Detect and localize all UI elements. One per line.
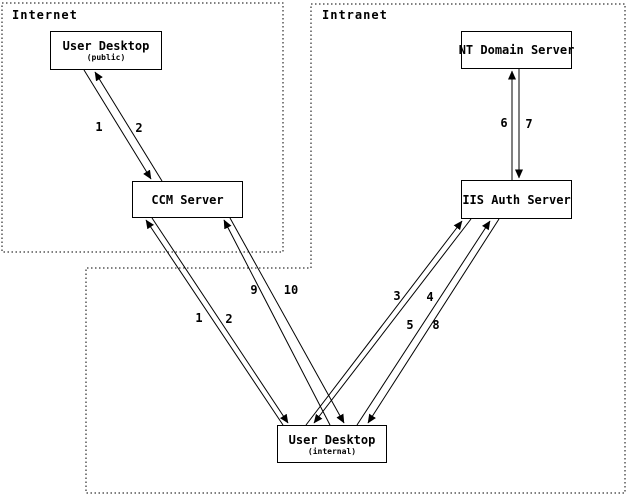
node-title: NT Domain Server bbox=[458, 43, 575, 57]
flow-number-label: 1 bbox=[95, 120, 103, 134]
flow-number-label: 5 bbox=[406, 318, 414, 332]
flow-arrows bbox=[83, 69, 523, 426]
node-subtitle: (internal) bbox=[307, 446, 357, 456]
flow-number-label: 8 bbox=[432, 318, 440, 332]
flow-arrow-2-ccm-to-internal-desktop bbox=[151, 217, 289, 424]
flow-number-label: 1 bbox=[195, 311, 203, 325]
node-title: User Desktop bbox=[62, 39, 150, 53]
flow-number-label: 10 bbox=[283, 283, 299, 297]
intranet-region-outline bbox=[85, 3, 626, 494]
flow-number-label: 4 bbox=[426, 290, 434, 304]
node-title: CCM Server bbox=[151, 192, 224, 207]
node-title: User Desktop bbox=[288, 432, 376, 447]
flow-arrow-8-iis-to-internal-desktop bbox=[367, 218, 500, 424]
node-ccm-server: CCM Server bbox=[132, 181, 243, 218]
flow-arrow-1-internal-desktop-to-ccm bbox=[145, 219, 284, 426]
flow-number-label: 3 bbox=[393, 289, 401, 303]
flow-arrow-5-internal-desktop-to-iis bbox=[356, 220, 491, 426]
flow-arrow-3-internal-desktop-to-iis bbox=[305, 220, 463, 426]
flow-number-label: 7 bbox=[525, 117, 533, 131]
flow-number-label: 9 bbox=[250, 283, 258, 297]
internet-region-label: Internet bbox=[12, 8, 78, 22]
flow-arrow-1-public-desktop-to-ccm bbox=[83, 69, 152, 180]
intranet-region-label: Intranet bbox=[322, 8, 388, 22]
flow-number-label: 2 bbox=[225, 312, 233, 326]
flow-arrow-9-internal-desktop-to-ccm bbox=[223, 219, 331, 426]
flow-number-label: 2 bbox=[135, 121, 143, 135]
node-subtitle: (public) bbox=[86, 53, 126, 62]
flow-number-label: 6 bbox=[500, 116, 508, 130]
node-iis-auth-server: IIS Auth Server bbox=[461, 180, 572, 219]
internet-region-outline bbox=[1, 2, 284, 253]
flow-arrow-4-iis-to-internal-desktop bbox=[313, 218, 472, 424]
flow-arrow-10-ccm-to-internal-desktop bbox=[229, 217, 345, 424]
node-nt-domain-server: NT Domain Server bbox=[458, 31, 575, 69]
node-title: IIS Auth Server bbox=[462, 192, 571, 207]
flow-arrow-2-ccm-to-public-desktop bbox=[94, 71, 163, 182]
node-user-desktop-internal: User Desktop (internal) bbox=[277, 425, 387, 463]
node-user-desktop-public: User Desktop (public) bbox=[50, 31, 162, 70]
